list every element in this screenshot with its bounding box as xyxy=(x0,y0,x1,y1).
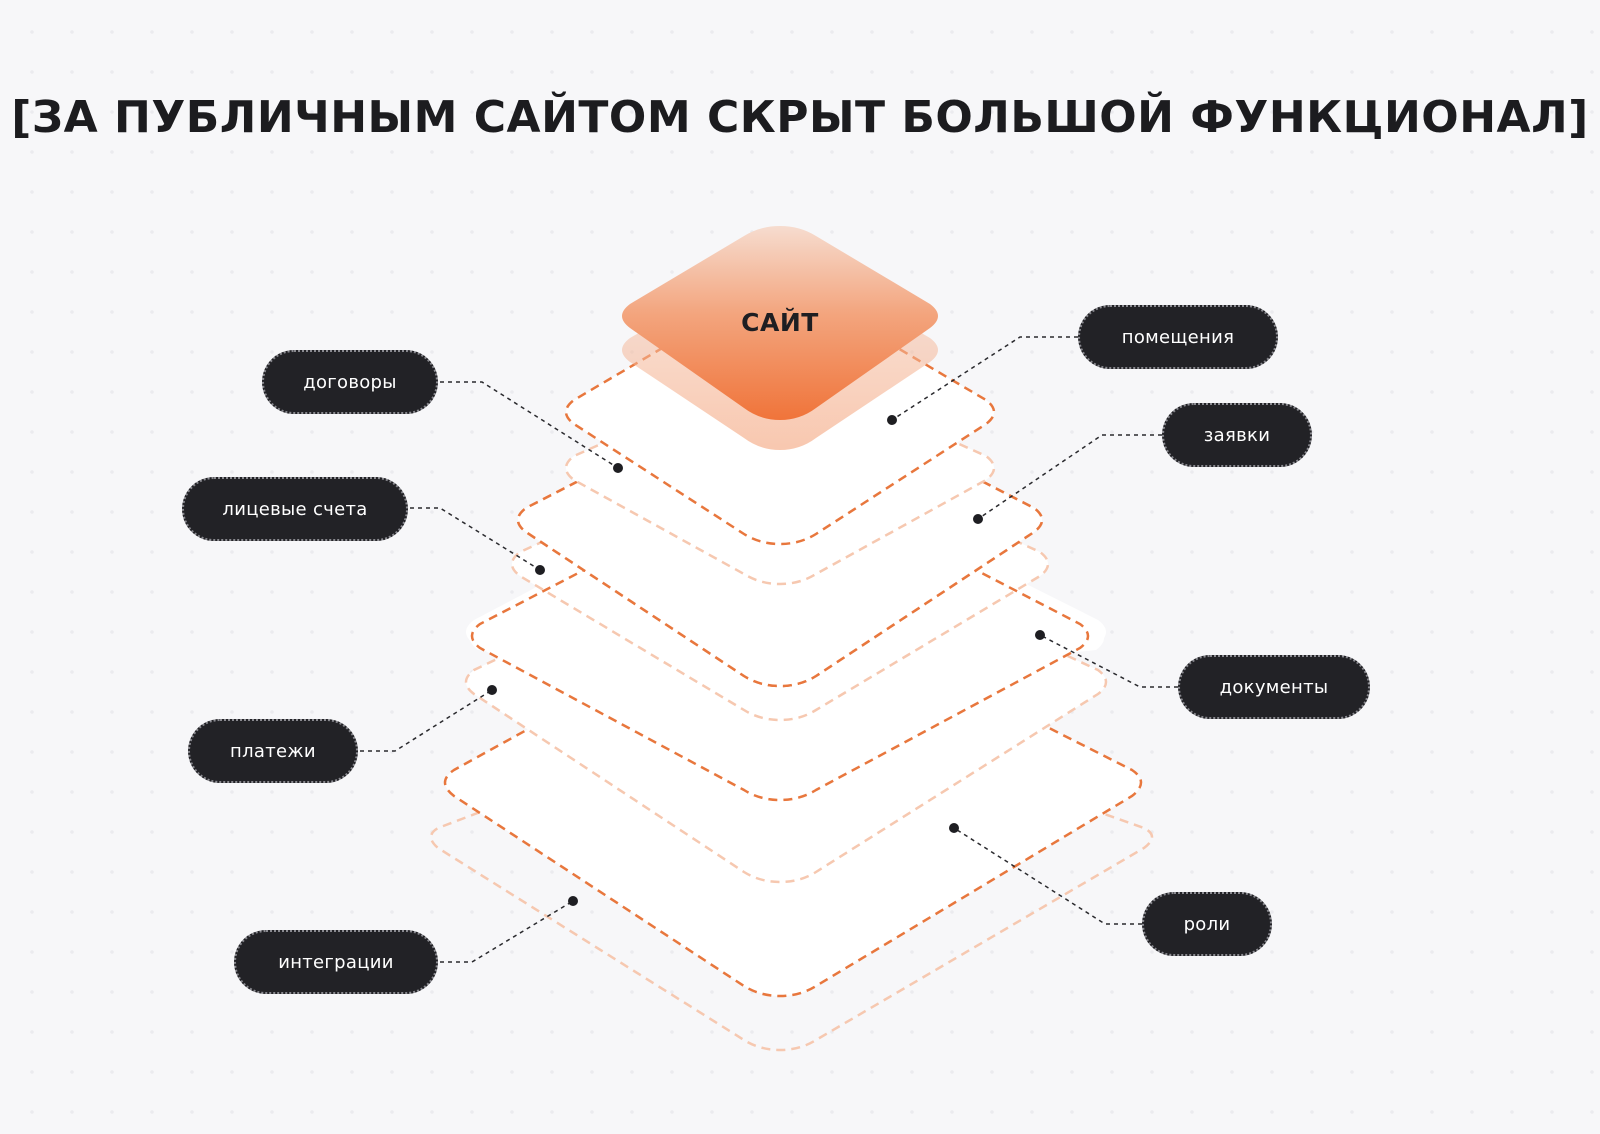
connector-accounts xyxy=(410,507,541,571)
site-label: САЙТ xyxy=(741,308,819,337)
dot-roles xyxy=(949,823,959,833)
connector-premises xyxy=(891,336,1078,421)
connector-documents xyxy=(1039,634,1178,688)
connector-dots xyxy=(487,415,1045,906)
site-layer xyxy=(622,226,938,450)
label-accounts: лицевые счета xyxy=(182,477,408,541)
connector-contracts xyxy=(440,381,619,469)
connector-requests xyxy=(977,434,1162,520)
label-contracts: договоры xyxy=(262,350,438,414)
connector-integrations xyxy=(440,900,574,963)
label-roles: роли xyxy=(1142,892,1272,956)
dot-contracts xyxy=(613,463,623,473)
label-payments: платежи xyxy=(188,719,358,783)
connectors xyxy=(360,336,1178,963)
dot-documents xyxy=(1035,630,1045,640)
dot-accounts xyxy=(535,565,545,575)
label-integrations: интеграции xyxy=(234,930,438,994)
label-requests: заявки xyxy=(1162,403,1312,467)
dot-payments xyxy=(487,685,497,695)
dot-premises xyxy=(887,415,897,425)
label-premises: помещения xyxy=(1078,305,1278,369)
dot-requests xyxy=(973,514,983,524)
label-documents: документы xyxy=(1178,655,1370,719)
connector-payments xyxy=(360,689,493,752)
page-title: [ЗА ПУБЛИЧНЫМ САЙТОМ СКРЫТ БОЛЬШОЙ ФУНКЦ… xyxy=(11,92,1589,143)
dot-integrations xyxy=(568,896,578,906)
